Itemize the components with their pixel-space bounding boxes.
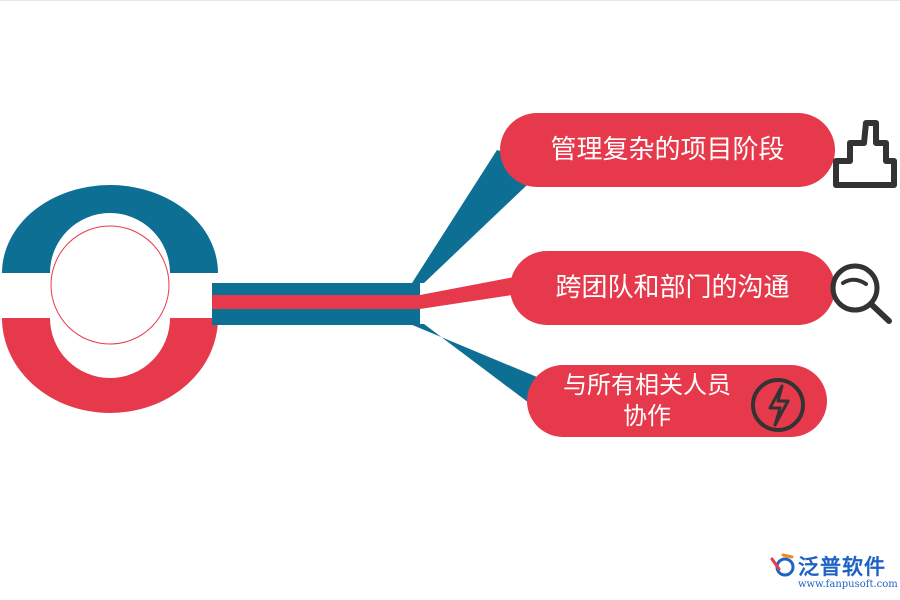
branch-1-wedge	[412, 150, 548, 283]
branch-3-label: 与所有相关人员协作	[563, 371, 731, 430]
branch-2-wedge	[420, 275, 525, 309]
connector-red-middle	[212, 295, 420, 309]
brand-logo: 泛普软件 www.fanpusoft.com	[770, 551, 898, 596]
branch-1-label: 管理复杂的项目阶段	[550, 134, 785, 165]
logo-url: www.fanpusoft.com	[798, 579, 898, 590]
logo-mark-icon	[770, 553, 795, 577]
bolt-icon	[751, 378, 805, 432]
branch-3-label-box: 与所有相关人员协作	[527, 365, 827, 437]
connector-blue-top	[212, 283, 420, 295]
ring-top-segment	[2, 185, 218, 273]
logo-name: 泛普软件	[798, 555, 886, 579]
building-icon	[833, 120, 897, 188]
branch-2-label-box: 跨团队和部门的沟通	[510, 251, 835, 325]
top-border	[0, 0, 900, 1]
branch-2-label: 跨团队和部门的沟通	[555, 272, 790, 303]
connector-blue-bottom	[212, 309, 420, 325]
branch-3-wedge	[410, 324, 537, 409]
ring-bottom-segment	[2, 318, 218, 413]
branch-1-label-box: 管理复杂的项目阶段	[500, 113, 835, 187]
center-circle	[50, 225, 170, 345]
search-icon	[830, 263, 892, 324]
